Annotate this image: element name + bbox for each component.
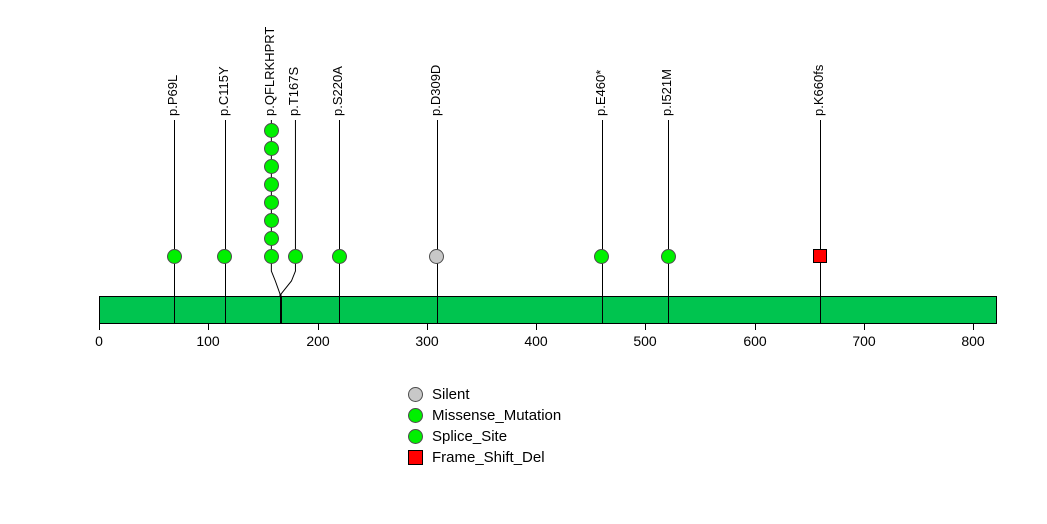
protein-domain-boundary — [668, 297, 669, 323]
axis-tick — [973, 324, 974, 330]
lollipop-stem — [437, 120, 438, 324]
lollipop-mark-splice-site[interactable] — [264, 231, 279, 246]
protein-domain-boundary — [281, 297, 282, 323]
legend-item[interactable]: Missense_Mutation — [408, 405, 561, 426]
lollipop-stem — [174, 120, 175, 324]
lollipop-mark-splice-site[interactable] — [264, 159, 279, 174]
axis-tick-label: 600 — [743, 333, 767, 349]
axis-tick — [536, 324, 537, 330]
lollipop-mark-splice-site[interactable] — [264, 195, 279, 210]
legend-swatch-circle — [408, 429, 423, 444]
axis-tick-label: 300 — [415, 333, 439, 349]
protein-domain-boundary — [174, 297, 175, 323]
legend-item[interactable]: Frame_Shift_Del — [408, 447, 561, 468]
lollipop-stem — [339, 120, 340, 324]
axis-tick-label: 500 — [633, 333, 657, 349]
lollipop-mark-missense-mutation[interactable] — [332, 249, 347, 264]
protein-domain-boundary — [437, 297, 438, 323]
legend-swatch-circle — [408, 387, 423, 402]
legend-label: Missense_Mutation — [432, 407, 562, 424]
lollipop-mark-splice-site[interactable] — [264, 213, 279, 228]
axis-tick-label: 800 — [961, 333, 985, 349]
axis-tick — [318, 324, 319, 330]
lollipop-mark-frame-shift-del[interactable] — [813, 249, 827, 263]
lollipop-stem — [225, 120, 226, 324]
axis-tick — [427, 324, 428, 330]
axis-tick-label: 100 — [196, 333, 220, 349]
axis-tick — [645, 324, 646, 330]
axis-tick — [208, 324, 209, 330]
legend-item[interactable]: Silent — [408, 384, 561, 405]
legend-swatch-square — [408, 450, 423, 465]
axis-tick-label: 200 — [306, 333, 330, 349]
lollipop-mark-missense-mutation[interactable] — [167, 249, 182, 264]
legend-label: Splice_Site — [432, 428, 508, 445]
lollipop-mark-missense-mutation[interactable] — [594, 249, 609, 264]
legend-label: Frame_Shift_Del — [432, 449, 545, 466]
lollipop-mark-missense-mutation[interactable] — [217, 249, 232, 264]
lollipop-stem — [602, 120, 603, 324]
axis-tick-label: 400 — [524, 333, 548, 349]
axis-tick — [864, 324, 865, 330]
axis-tick-label: 0 — [95, 333, 103, 349]
axis-tick — [755, 324, 756, 330]
legend-label: Silent — [432, 386, 470, 403]
lollipop-stem — [820, 120, 821, 324]
lollipop-mark-splice-site[interactable] — [264, 141, 279, 156]
legend-item[interactable]: Splice_Site — [408, 426, 561, 447]
protein-domain-boundary — [820, 297, 821, 323]
protein-domain-boundary — [225, 297, 226, 323]
axis-tick-label: 700 — [852, 333, 876, 349]
lollipop-mark-missense-mutation[interactable] — [661, 249, 676, 264]
protein-domain-boundary — [602, 297, 603, 323]
lollipop-mark-splice-site[interactable] — [264, 177, 279, 192]
protein-bar — [99, 296, 998, 324]
protein-domain-boundary — [339, 297, 340, 323]
legend-swatch-circle — [408, 408, 423, 423]
lollipop-mark-splice-site[interactable] — [264, 123, 279, 138]
lollipop-mark-missense-mutation[interactable] — [288, 249, 303, 264]
lollipop-mark-silent[interactable] — [429, 249, 444, 264]
protein-domain-boundary — [280, 297, 281, 323]
lollipop-stem — [668, 120, 669, 324]
axis-tick — [99, 324, 100, 330]
lollipop-mark-splice-site[interactable] — [264, 249, 279, 264]
